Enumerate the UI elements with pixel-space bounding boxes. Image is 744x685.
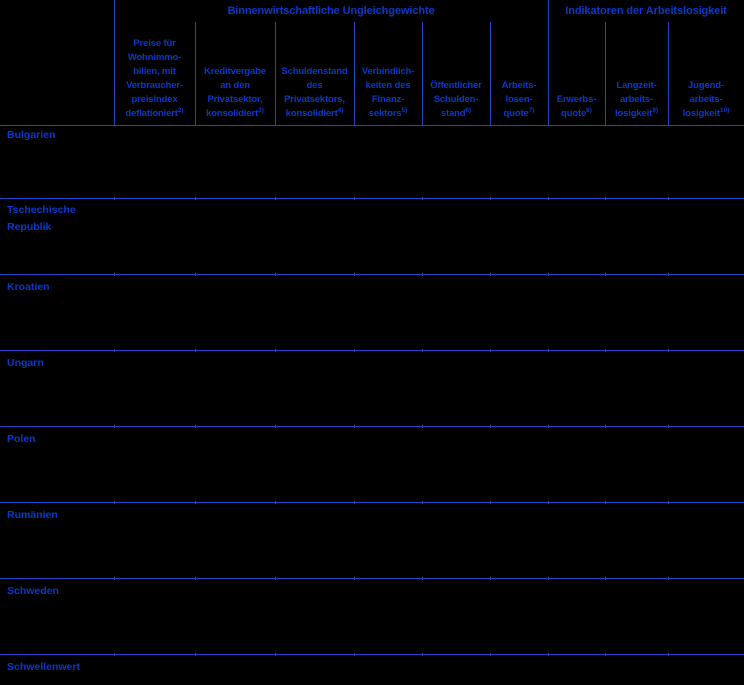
row-label-schweden: Schweden [7, 585, 59, 597]
column-divider [605, 22, 606, 125]
footnote-mark: 4) [337, 107, 344, 114]
column-divider [195, 22, 196, 125]
header-bottom-rule [0, 125, 744, 126]
column-header-private-credit-flow: Kreditvergabe an den Privatsektor, konso… [204, 66, 266, 119]
row-label-tschechische-republik: Tschechische Republik [7, 204, 76, 233]
footnote-mark: 10) [719, 107, 730, 114]
footnote-mark: 2) [177, 107, 184, 114]
column-header-house-prices: Preise für Wohnimmo- bilien, mit Verbrau… [125, 38, 184, 119]
row-label-ungarn: Ungarn [7, 357, 44, 369]
row-label-schwellenwert: Schwellenwert [7, 661, 80, 673]
group-header-internal-imbalances: Binnenwirtschaftliche Ungleichgewichte [227, 5, 435, 17]
column-header-unemployment-rate: Arbeits- losen- quote7) [501, 80, 537, 119]
row-label-bulgarien: Bulgarien [7, 129, 56, 141]
footnote-mark: 3) [258, 107, 264, 114]
row-separator [0, 653, 744, 656]
row-separator [0, 577, 744, 580]
row-label-rumaenien: Rumänien [7, 509, 58, 521]
row-separator [0, 349, 744, 352]
footnote-mark: 9) [652, 107, 658, 114]
column-divider [490, 22, 491, 125]
column-divider [354, 22, 355, 125]
group-divider [548, 0, 549, 125]
footnote-mark: 7) [528, 107, 535, 114]
column-header-long-term-unemployment: Langzeit- arbeits- losigkeit9) [615, 80, 658, 119]
column-header-financial-sector-liabilities: Verbindlich- keiten des Finanz- sektors5… [361, 66, 415, 119]
row-separator [0, 425, 744, 428]
group-header-unemployment-indicators: Indikatoren der Arbeitslosigkeit [565, 5, 727, 17]
footnote-mark: 8) [586, 107, 592, 114]
column-divider [422, 22, 423, 125]
column-divider [114, 0, 115, 125]
column-header-youth-unemployment: Jugend- arbeits- losigkeit10) [682, 80, 730, 119]
row-label-kroatien: Kroatien [7, 281, 50, 293]
column-divider [668, 22, 669, 125]
row-separator [0, 501, 744, 504]
footnote-mark: 5) [401, 107, 408, 114]
column-header-private-sector-debt: Schuldenstand des Privatsektors, konsoli… [281, 66, 348, 119]
column-header-government-debt: Öffentlicher Schulden- stand6) [430, 80, 482, 119]
row-separator [0, 273, 744, 276]
footnote-mark: 6) [465, 107, 472, 114]
row-label-polen: Polen [7, 433, 36, 445]
row-separator [0, 197, 744, 200]
column-header-activity-rate: Erwerbs- quote8) [556, 94, 597, 119]
column-divider [275, 22, 276, 125]
